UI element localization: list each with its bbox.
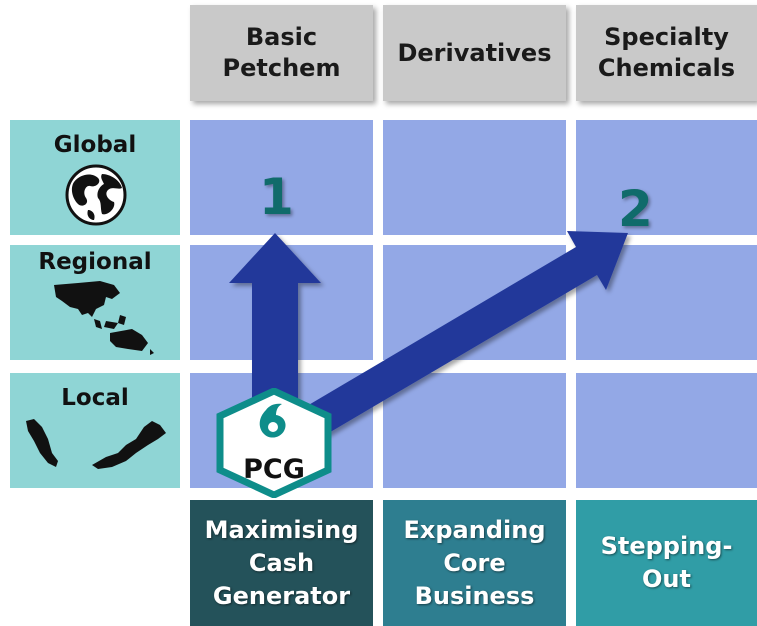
marker-two: 2 <box>618 180 653 238</box>
strategy-box-stepping-out: Stepping- Out <box>576 500 757 626</box>
row-header-global: Global <box>10 120 180 235</box>
row-header-local: Local <box>10 373 180 488</box>
grid-cell <box>190 120 373 235</box>
grid-cell <box>383 120 566 235</box>
row-header-label: Regional <box>38 249 152 275</box>
pcg-logo-text: PCG <box>243 454 305 485</box>
row-header-label: Global <box>53 132 137 158</box>
strategy-label: Expanding Core Business <box>403 515 546 610</box>
grid-cell <box>576 373 757 488</box>
column-header-basic-petchem: Basic Petchem <box>190 5 373 101</box>
strategy-box-expanding-core-business: Expanding Core Business <box>383 500 566 626</box>
column-header-specialty-chemicals: Specialty Chemicals <box>576 5 757 101</box>
column-header-label: Derivatives <box>397 38 552 67</box>
column-header-label: Basic Petchem <box>222 23 341 82</box>
column-header-derivatives: Derivatives <box>383 5 566 101</box>
row-header-regional: Regional <box>10 245 180 360</box>
strategy-box-maximising-cash-generator: Maximising Cash Generator <box>190 500 373 626</box>
asia-pacific-map-icon <box>54 281 154 355</box>
column-header-label: Specialty Chemicals <box>597 23 736 82</box>
marker-one: 1 <box>259 168 294 226</box>
arrow-diagonal-to-specialty <box>290 231 628 444</box>
grid-cell <box>576 120 757 235</box>
strategy-label: Stepping- Out <box>600 532 733 593</box>
strategy-label: Maximising Cash Generator <box>204 515 359 610</box>
pcg-logo: PCG <box>216 388 332 498</box>
grid-cell <box>383 373 566 488</box>
row-header-label: Local <box>61 385 129 411</box>
malaysia-map-icon <box>26 419 166 469</box>
globe-icon <box>65 164 127 226</box>
